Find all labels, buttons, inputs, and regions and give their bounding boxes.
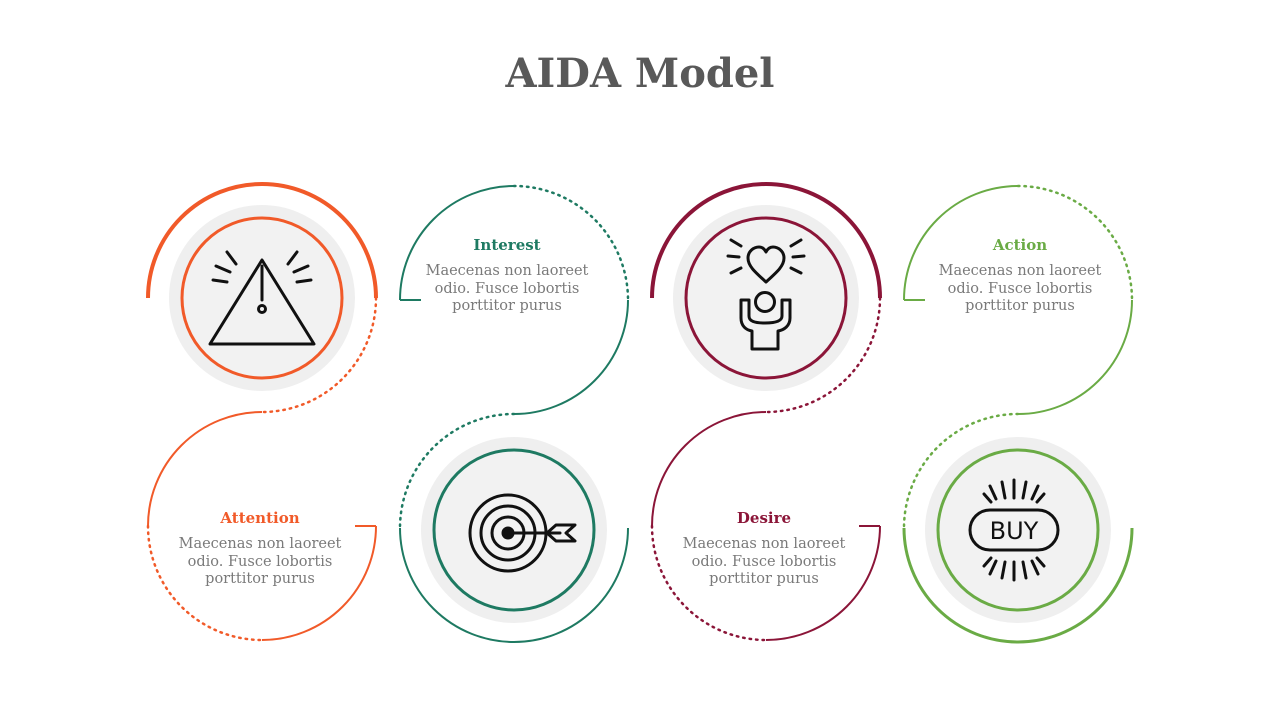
interest-arc-solid-bottom [399, 527, 629, 643]
heart-person-icon [726, 238, 806, 351]
action-ring [936, 448, 1100, 612]
desire-arc-solid-bottomright [765, 525, 881, 641]
attention-label: Attention [220, 509, 300, 527]
desire-description-line: Maecenas non laoreet [682, 536, 846, 552]
interest-ring [432, 448, 596, 612]
interest-step [398, 184, 630, 643]
desire-ring [684, 216, 848, 380]
action-description-line: Maecenas non laoreet [938, 263, 1102, 279]
desire-label: Desire [736, 509, 792, 527]
interest-description-line: porttitor purus [452, 298, 562, 314]
action-description-line: odio. Fusce lobortis [947, 280, 1093, 297]
interest-description-line: odio. Fusce lobortis [434, 280, 580, 297]
attention-step [146, 182, 378, 642]
desire-arc-solid-left [651, 411, 767, 527]
action-label: Action [992, 236, 1048, 254]
attention-description: Maecenas non laoreet odio. Fusce loborti… [160, 536, 360, 589]
action-description-line: porttitor purus [965, 298, 1075, 314]
interest-arc-solid-right [513, 299, 629, 415]
action-arc-solid-bottom [902, 527, 1134, 644]
attention-description-line: Maecenas non laoreet [178, 536, 342, 552]
target-arrow-icon [468, 493, 577, 573]
interest-label: Interest [473, 236, 541, 254]
desire-arc-solid-top [650, 182, 882, 299]
action-description: Maecenas non laoreet odio. Fusce loborti… [920, 263, 1120, 316]
desire-description-line: odio. Fusce lobortis [691, 553, 837, 570]
desire-step [650, 182, 882, 642]
page-title: AIDA Model [505, 50, 775, 97]
interest-arc-solid-topleft [399, 185, 515, 301]
desire-description: Maecenas non laoreet odio. Fusce loborti… [664, 536, 864, 589]
attention-description-line: odio. Fusce lobortis [187, 553, 333, 570]
attention-arc-solid-left [147, 411, 263, 527]
action-arc-solid-topleft [903, 185, 1019, 301]
attention-arc-solid-bottomright [261, 525, 377, 641]
buy-icon-text: BUY [990, 517, 1039, 545]
interest-description-line: Maecenas non laoreet [425, 263, 589, 279]
attention-description-line: porttitor purus [205, 571, 315, 587]
desire-description-line: porttitor purus [709, 571, 819, 587]
action-step: BUY [902, 184, 1134, 644]
buy-button-icon: BUY [968, 478, 1060, 582]
attention-arc-solid-top [146, 182, 378, 299]
action-arc-solid-right [1017, 299, 1133, 415]
warning-triangle-icon [208, 250, 316, 346]
interest-description: Maecenas non laoreet odio. Fusce loborti… [407, 263, 607, 316]
